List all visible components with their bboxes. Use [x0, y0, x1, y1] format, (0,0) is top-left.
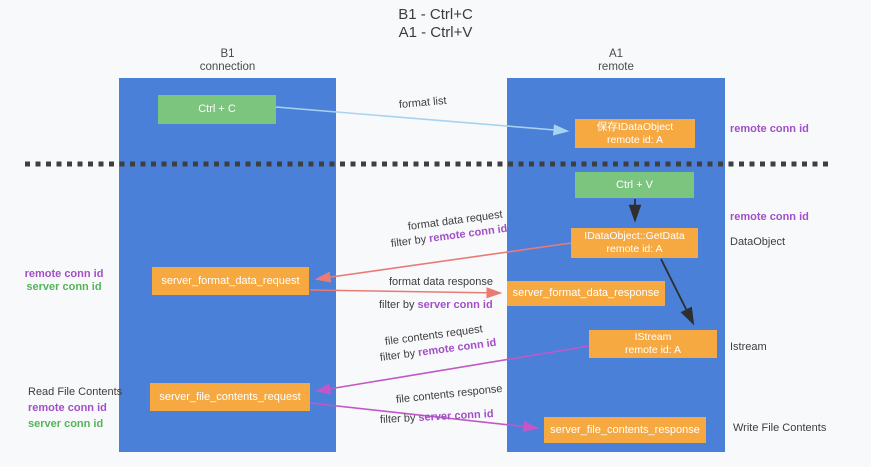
node-file-response-label: server_file_contents_response [550, 423, 700, 436]
title-line-2: A1 - Ctrl+V [398, 24, 473, 41]
read-file-contents-label: Read File Contents [28, 386, 123, 398]
annotation-read-file-contents: Read File Contents remote conn id server… [28, 386, 122, 430]
annotation-right-mid-remote-conn-id: remote conn id [730, 211, 809, 223]
node-format-response-label: server_format_data_response [512, 287, 660, 299]
lane-right-name: A1 [608, 48, 624, 60]
node-istream-line2: remote id: A [624, 344, 682, 356]
left-bottom-remote-conn-id: remote conn id [28, 402, 107, 414]
filter-by-text: filter by [379, 412, 416, 426]
annotation-right-top-remote-conn-id: remote conn id [730, 123, 809, 135]
edge-label-file-contents-response: file contents response [395, 382, 504, 406]
node-save-idataobject-line2: remote id: A [606, 133, 664, 146]
node-ctrl-v: Ctrl + V [575, 172, 694, 198]
filter-by-text: filter by [379, 299, 415, 311]
node-save-idataobject: 保存IDataObject remote id: A [575, 119, 695, 148]
server-conn-id-text: server conn id [418, 408, 494, 424]
annotation-istream: Istream [730, 341, 767, 353]
node-istream: IStream remote id: A [589, 330, 717, 358]
annotation-left-conn-ids: remote conn id server conn id [18, 268, 110, 294]
annotation-write-file-contents: Write File Contents [733, 422, 827, 434]
lane-header-b1-connection: B1 connection [119, 48, 336, 73]
lane-left-name: B1 [220, 48, 235, 60]
left-server-conn-id: server conn id [26, 281, 102, 293]
annotation-dataobject: DataObject [730, 236, 786, 248]
node-ctrl-c-label: Ctrl + C [198, 103, 236, 115]
node-getdata-line2: remote id: A [606, 243, 663, 255]
node-server-file-contents-request: server_file_contents_request [150, 383, 310, 411]
left-bottom-server-conn-id: server conn id [28, 417, 104, 430]
edge-label-format-list: format list [398, 94, 448, 111]
node-idataobject-getdata: IDataObject::GetData remote id: A [571, 228, 698, 258]
node-file-request-label: server_file_contents_request [159, 390, 301, 403]
node-server-format-data-request: server_format_data_request [152, 267, 309, 295]
filter-by-text: filter by [390, 233, 427, 250]
node-istream-line1: IStream [634, 331, 672, 343]
lane-header-a1-remote: A1 remote [507, 48, 725, 73]
node-format-request-label: server_format_data_request [161, 274, 300, 287]
node-ctrl-c: Ctrl + C [158, 95, 276, 124]
server-conn-id-text: server conn id [417, 299, 493, 311]
node-server-format-data-response: server_format_data_response [507, 281, 665, 306]
node-save-idataobject-line1: 保存IDataObject [596, 120, 674, 133]
edge-label-format-data-response: format data response [389, 276, 493, 288]
lane-right-role: remote [598, 60, 634, 73]
title-line-1: B1 - Ctrl+C [398, 6, 473, 23]
left-remote-conn-id: remote conn id [24, 268, 104, 280]
format-data-response-arrow [309, 287, 503, 299]
filter-by-text: filter by [379, 347, 416, 364]
lane-left-role: connection [199, 60, 256, 73]
node-getdata-line1: IDataObject::GetData [584, 230, 685, 242]
node-server-file-contents-response: server_file_contents_response [544, 417, 706, 443]
node-ctrl-v-label: Ctrl + V [616, 178, 653, 191]
diagram-title: B1 - Ctrl+C A1 - Ctrl+V [0, 6, 871, 42]
